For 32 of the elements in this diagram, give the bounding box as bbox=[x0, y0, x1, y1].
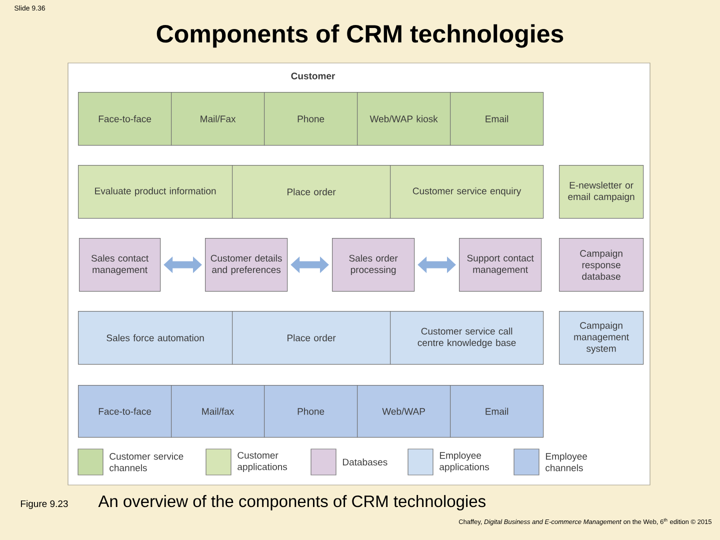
channel-cell: Web/WAP bbox=[357, 385, 451, 438]
channel-cell: Web/WAP kiosk bbox=[357, 92, 451, 146]
application-cell: Customer service enquiry bbox=[390, 165, 544, 219]
database-box: Customer details and preferences bbox=[205, 238, 288, 292]
application-cell: Sales force automation bbox=[78, 311, 233, 365]
application-cell: Place order bbox=[232, 165, 391, 219]
channel-cell: Email bbox=[450, 92, 544, 146]
database-box: Campaign response database bbox=[559, 238, 644, 292]
legend-label: Customer applications bbox=[238, 452, 288, 472]
channel-cell: Mail/Fax bbox=[171, 92, 265, 146]
channel-cell: Mail/fax bbox=[171, 385, 265, 438]
channel-cell: Face-to-face bbox=[78, 385, 172, 438]
channel-cell: Email bbox=[450, 385, 544, 438]
channel-cell: Phone bbox=[264, 385, 358, 438]
figure-number: Figure 9.23 bbox=[21, 500, 68, 509]
legend-label: Employee applications bbox=[440, 452, 490, 472]
legend-label: Customer service channels bbox=[110, 452, 184, 472]
database-box: Sales order processing bbox=[332, 238, 415, 292]
application-box: Campaign management system bbox=[559, 311, 644, 365]
database-box: Support contact management bbox=[459, 238, 542, 292]
channel-cell: Face-to-face bbox=[78, 92, 172, 146]
application-cell: Evaluate product information bbox=[78, 165, 233, 219]
heading: Customer bbox=[291, 72, 336, 80]
database-box: Sales contact management bbox=[79, 238, 161, 292]
application-cell: Customer service call centre knowledge base bbox=[390, 311, 544, 365]
application-cell: Place order bbox=[232, 311, 391, 365]
title: Components of CRM technologies bbox=[156, 24, 564, 48]
caption: An overview of the components of CRM technologies bbox=[98, 495, 486, 510]
legend-label: Databases bbox=[343, 458, 388, 466]
legend-label: Employee channels bbox=[546, 452, 588, 472]
channel-cell: Phone bbox=[264, 92, 358, 146]
application-box: E-newsletter or email campaign bbox=[559, 165, 644, 219]
